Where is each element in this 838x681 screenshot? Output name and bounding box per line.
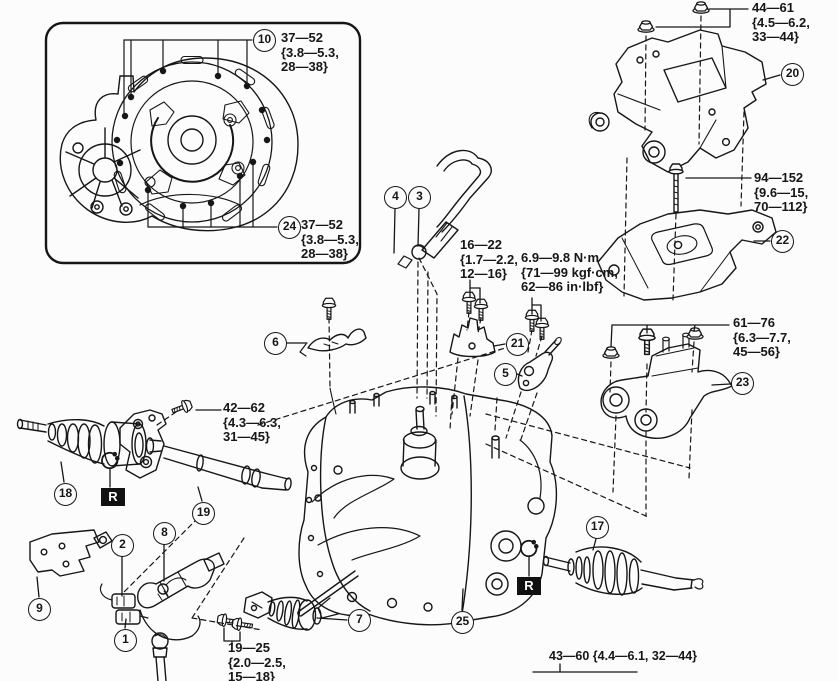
connector-harness-drawing [99,552,225,681]
fasteners [169,1,710,633]
cv-joint-boot-left-drawing [16,418,162,467]
callout-24: 24 [278,216,301,239]
torque-spec-mount-nuts: 44—61 {4.5—6.2, 33—44} [752,0,810,44]
callout-6: 6 [264,332,287,355]
shift-control-rod-drawing [397,149,492,269]
torque-spec-side-bracket: 61—76 {6.3—7.7, 45—56} [733,315,791,359]
callout-23: 23 [731,372,754,395]
torque-spec-small-bolts: 6.9—9.8 N·m {71—99 kgf·cm, 62—86 in·lbf} [521,250,618,294]
callout-18: 18 [54,483,77,506]
callout-10: 10 [253,29,276,52]
callout-9: 9 [28,598,51,621]
torque-spec-linkage-bolts: 19—25 {2.0—2.5, 15—18} [228,640,286,681]
pipe-bracket-drawing [299,328,367,357]
callout-21: 21 [506,333,529,356]
callout-8: 8 [153,522,176,545]
inset-clutch-housing-drawing [44,21,362,265]
callout-2: 2 [111,534,134,557]
joint-shaft-drawing [119,409,292,491]
callout-3: 3 [408,186,431,209]
callout-1: 1 [114,629,137,652]
mounting-bracket-drawing [29,529,113,577]
engine-mount-drawing [597,209,777,301]
callout-4: 4 [384,186,407,209]
torque-spec-rod-bracket-bolts: 16—22 {1.7—2.2, 12—16} [460,237,518,281]
callout-19: 19 [192,502,215,525]
callout-25: 25 [451,611,474,634]
leader-lines [36,8,781,673]
shift-linkage-boot-drawing [243,570,359,631]
torque-spec-case-bolts-top: 37—52 {3.8—5.3, 28—38} [281,30,339,74]
transaxle-body-drawing [298,386,558,626]
torque-spec-bottom: 43—60 {4.4—6.1, 32—44} [549,649,698,663]
replace-badge-left: R [101,488,125,506]
torque-spec-joint-shaft-bolt: 42—62 {4.3—6.3, 31—45} [223,400,281,444]
cv-axle-right-drawing [542,546,704,596]
callout-20: 20 [781,63,804,86]
callout-17: 17 [586,516,609,539]
lever-bracket-drawing [517,336,562,392]
callout-7: 7 [348,609,371,632]
callout-5: 5 [494,363,517,386]
mount-bracket-no1-drawing [600,332,733,439]
dashed-guide-lines [123,15,745,631]
replace-badge-right: R [517,577,541,595]
callout-22: 22 [771,230,794,253]
comb-bracket-drawing [449,317,496,358]
torque-spec-case-bolts-bottom: 37—52 {3.8—5.3, 28—38} [301,217,359,261]
engine-mount-bracket-drawing [588,29,767,173]
torque-spec-through-bolt: 94—152 {9.6—15, 70—112} [754,170,809,214]
